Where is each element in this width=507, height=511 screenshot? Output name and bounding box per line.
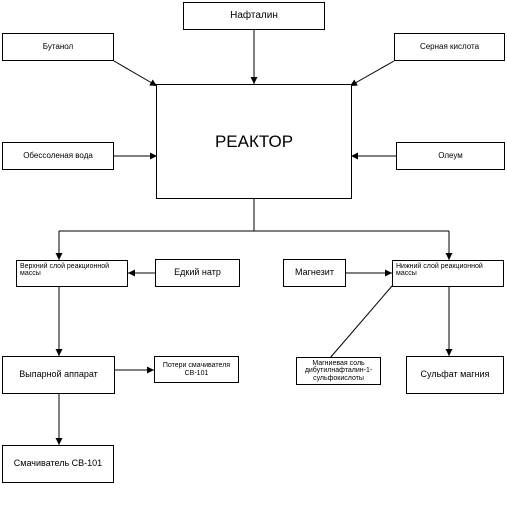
node-wetting-agent: Смачиватель СВ-101 bbox=[2, 445, 114, 483]
node-lower-layer: Нижний слой реакционной массы bbox=[392, 260, 504, 287]
node-naphthalene: Нафталин bbox=[183, 2, 325, 30]
node-magnesium-salt: Магниевая соль дибутилнафталин-1-сульфок… bbox=[296, 357, 381, 385]
arrow-butanol-reactor bbox=[113, 60, 158, 87]
node-sulfuric-acid: Серная кислота bbox=[394, 33, 505, 61]
node-magnesite: Магнезит bbox=[283, 259, 346, 287]
node-magnesium-sulfate: Сульфат магния bbox=[406, 356, 504, 394]
node-upper-layer: Верхний слой реакционной массы bbox=[16, 260, 128, 287]
node-caustic-soda: Едкий натр bbox=[155, 259, 240, 287]
node-wetting-loss: Потери смачивателя СВ-101 bbox=[154, 356, 239, 383]
node-butanol: Бутанол bbox=[2, 33, 114, 61]
arrow-sulfuric-acid-reactor bbox=[349, 60, 395, 87]
node-oleum: Олеум bbox=[396, 142, 505, 170]
arrow-lower-salt bbox=[329, 285, 393, 359]
node-evaporator: Выпарной аппарат bbox=[2, 356, 115, 394]
node-reactor: РЕАКТОР bbox=[156, 84, 352, 199]
node-desalted-water: Обессоленая вода bbox=[2, 142, 114, 170]
